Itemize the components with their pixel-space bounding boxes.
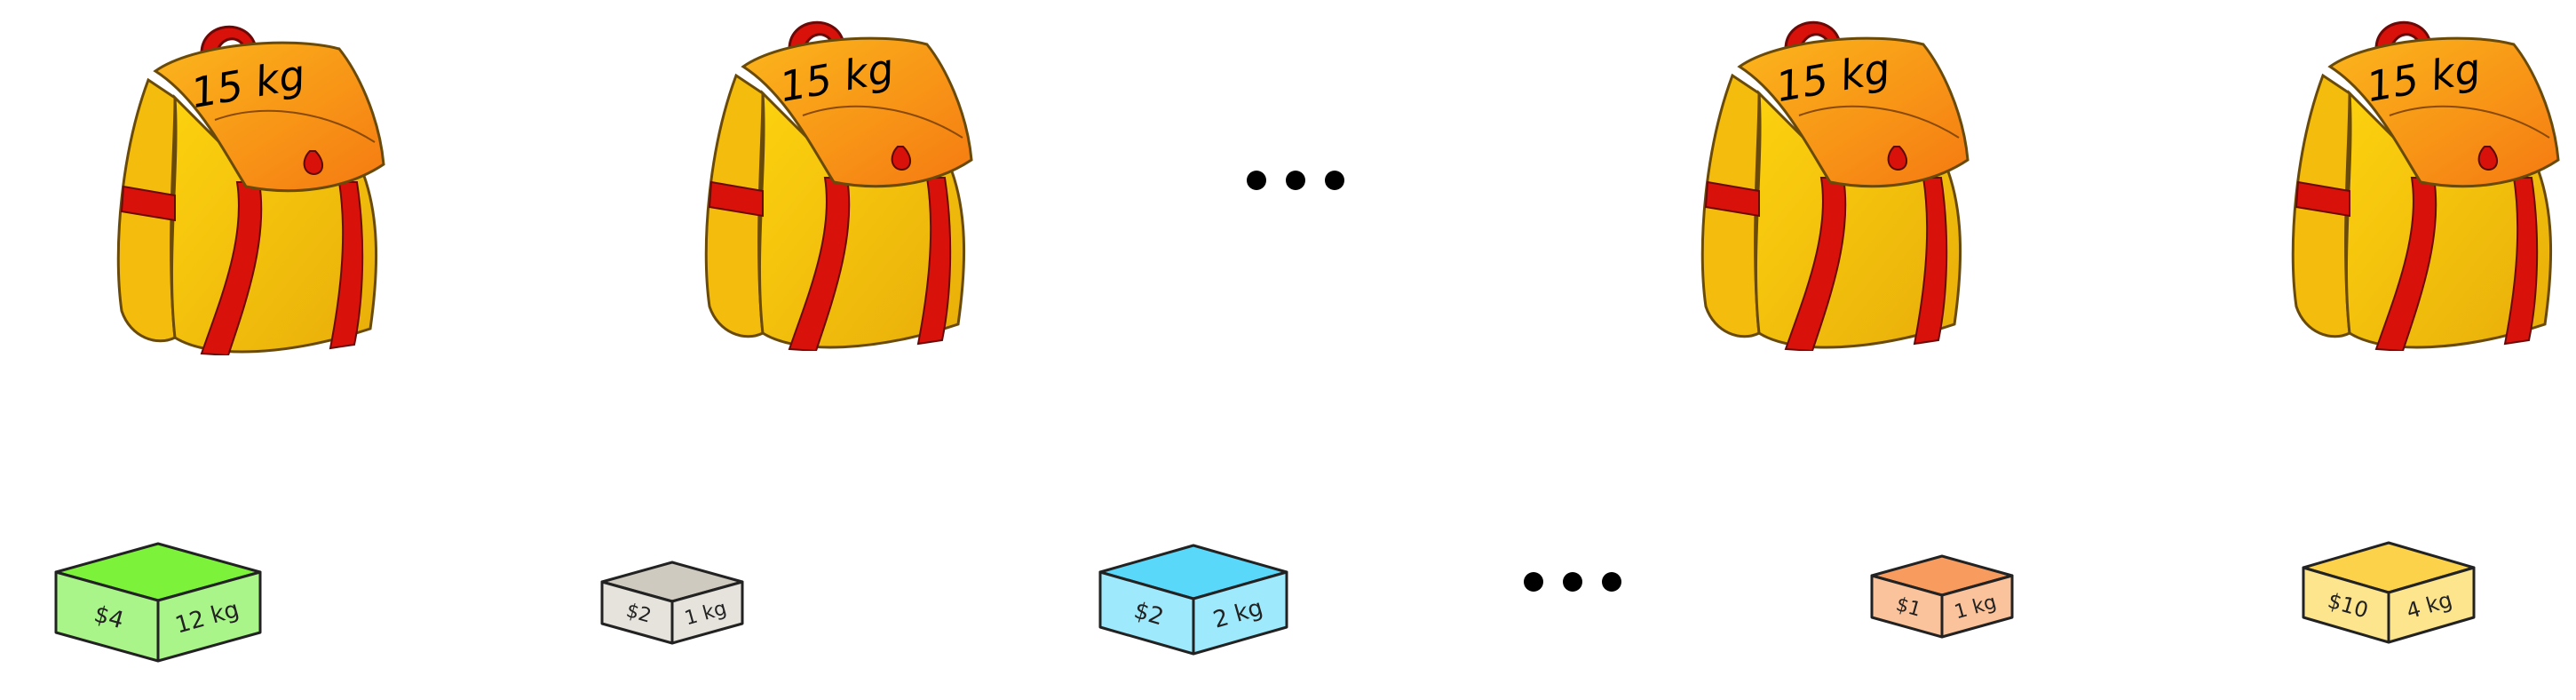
ellipsis-bottom: [1524, 572, 1621, 592]
backpack: 15 kg: [1700, 20, 1970, 351]
item-box-right-face: [1940, 574, 2014, 639]
item-box-right-face: [156, 570, 262, 663]
backpack: 15 kg: [2291, 20, 2560, 351]
item-box-right-face: [670, 580, 744, 645]
item-box-right-face: [1192, 570, 1288, 656]
backpack: 15 kg: [704, 20, 973, 351]
item-box-right-face: [2387, 566, 2476, 644]
ellipsis-top: [1247, 171, 1344, 190]
backpack: 15 kg: [116, 25, 385, 355]
